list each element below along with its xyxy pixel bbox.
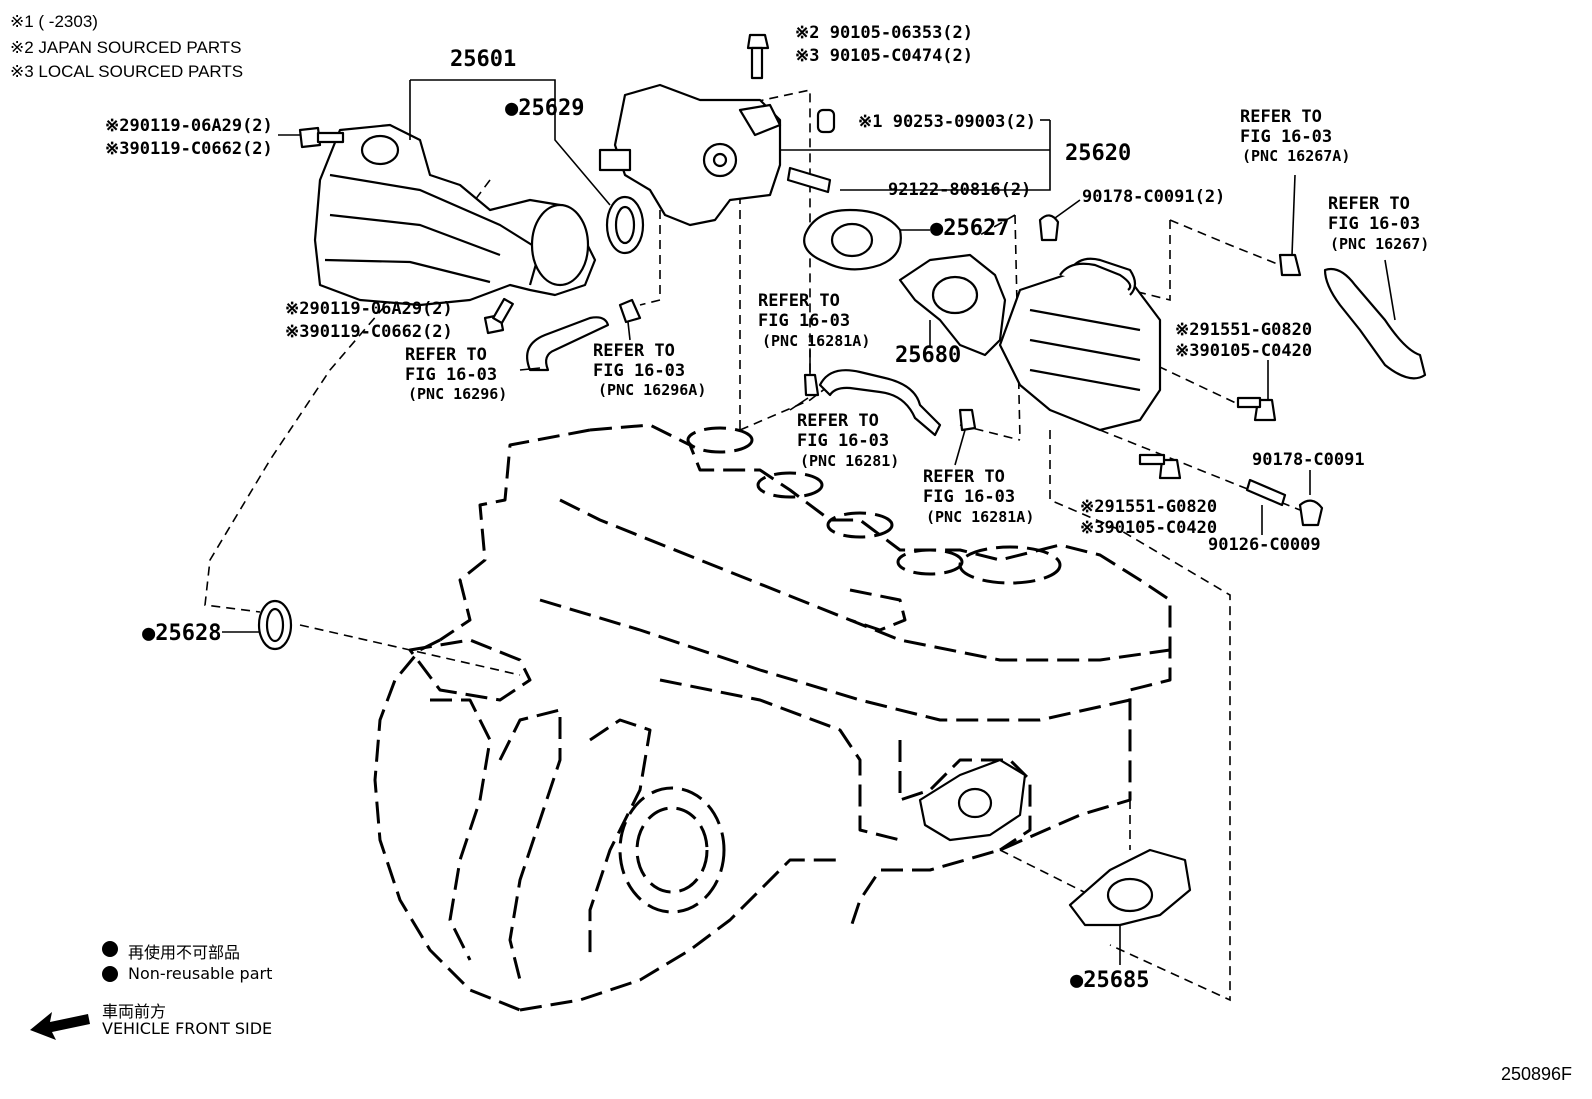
gasket-25685 bbox=[1068, 848, 1192, 927]
egr-cooler-right bbox=[998, 257, 1162, 432]
egr-valve-part bbox=[598, 83, 782, 227]
label-bolt-mid-local: ※390119-C0662(2) bbox=[285, 322, 453, 342]
gasket-25628 bbox=[257, 599, 293, 651]
svg-text:FIG 16-03: FIG 16-03 bbox=[758, 311, 850, 331]
svg-text:REFER TO: REFER TO bbox=[797, 411, 879, 431]
svg-text:REFER TO: REFER TO bbox=[1328, 194, 1410, 214]
svg-text:FIG 16-03: FIG 16-03 bbox=[1328, 214, 1420, 234]
hoses bbox=[526, 262, 1427, 437]
svg-text:(PNC 16267): (PNC 16267) bbox=[1330, 235, 1429, 253]
label-bolt-top-jp: ※2 90105-06353(2) bbox=[795, 23, 973, 43]
legend-nonreusable-en: Non-reusable part bbox=[128, 964, 273, 983]
refer-block-16281: REFER TO FIG 16-03 (PNC 16281) bbox=[797, 411, 899, 470]
egr-pipe-25680 bbox=[898, 253, 1007, 357]
gasket-25627 bbox=[803, 208, 902, 271]
label-25680: 25680 bbox=[895, 343, 961, 368]
label-25620: 25620 bbox=[1065, 141, 1131, 166]
label-nut-90178-2: 90178-C0091(2) bbox=[1082, 187, 1225, 207]
svg-text:(PNC 16281A): (PNC 16281A) bbox=[926, 508, 1034, 526]
svg-text:REFER TO: REFER TO bbox=[593, 341, 675, 361]
note-2-japan-sourced: ※2 JAPAN SOURCED PARTS bbox=[10, 38, 242, 57]
svg-text:REFER TO: REFER TO bbox=[405, 345, 487, 365]
svg-text:FIG 16-03: FIG 16-03 bbox=[797, 431, 889, 451]
svg-text:FIG 16-03: FIG 16-03 bbox=[923, 487, 1015, 507]
label-25601: 25601 bbox=[450, 47, 516, 72]
refer-block-16281a-top: REFER TO FIG 16-03 (PNC 16281A) bbox=[758, 291, 870, 350]
svg-text:(PNC 16267A): (PNC 16267A) bbox=[1242, 147, 1350, 165]
svg-text:REFER TO: REFER TO bbox=[758, 291, 840, 311]
svg-text:(PNC 16281): (PNC 16281) bbox=[800, 452, 899, 470]
refer-block-16296a: REFER TO FIG 16-03 (PNC 16296A) bbox=[593, 341, 706, 399]
label-stud-92122: 92122-80816(2) bbox=[888, 180, 1031, 200]
label-25627: ●25627 bbox=[930, 216, 1009, 241]
svg-text:FIG 16-03: FIG 16-03 bbox=[593, 361, 685, 381]
svg-text:REFER TO: REFER TO bbox=[1240, 107, 1322, 127]
leader-lines bbox=[222, 79, 1396, 965]
refer-block-16281a-bottom: REFER TO FIG 16-03 (PNC 16281A) bbox=[923, 467, 1034, 526]
note-1: ※1 ( -2303) bbox=[10, 12, 98, 31]
label-25628: ●25628 bbox=[142, 621, 221, 646]
legend-nonreusable-jp: 再使用不可部品 bbox=[128, 943, 241, 962]
label-bolt-right-local: ※390105-C0420 bbox=[1175, 341, 1312, 361]
label-bolt-mid-jp: ※290119-06A29(2) bbox=[285, 299, 453, 319]
refer-block-16267: REFER TO FIG 16-03 (PNC 16267) bbox=[1328, 194, 1429, 253]
label-bolt-bottom-local: ※390105-C0420 bbox=[1080, 518, 1217, 538]
gasket-25629 bbox=[605, 195, 645, 255]
engine-block-outline bbox=[373, 423, 1172, 1012]
note-3-local-sourced: ※3 LOCAL SOURCED PARTS bbox=[10, 62, 244, 81]
legend-front-jp: 車両前方 bbox=[102, 1002, 167, 1021]
label-bolt-right-jp: ※291551-G0820 bbox=[1175, 320, 1312, 340]
fasteners bbox=[298, 33, 1324, 527]
legend-front-en: VEHICLE FRONT SIDE bbox=[102, 1019, 273, 1038]
non-reusable-dot-icon bbox=[102, 941, 118, 957]
svg-text:FIG 16-03: FIG 16-03 bbox=[1240, 127, 1332, 147]
svg-text:FIG 16-03: FIG 16-03 bbox=[405, 365, 497, 385]
svg-text:(PNC 16281A): (PNC 16281A) bbox=[762, 332, 870, 350]
svg-text:REFER TO: REFER TO bbox=[923, 467, 1005, 487]
flange-gasket bbox=[918, 758, 1027, 842]
label-25685: ●25685 bbox=[1070, 968, 1149, 993]
figure-id: 250896F bbox=[1500, 1064, 1572, 1084]
label-pin-90253: ※1 90253-09003(2) bbox=[858, 112, 1036, 132]
label-25629: ●25629 bbox=[505, 96, 584, 121]
refer-block-16267a: REFER TO FIG 16-03 (PNC 16267A) bbox=[1240, 107, 1350, 165]
label-bolt-left-local: ※390119-C0662(2) bbox=[105, 139, 273, 159]
label-bolt-left-jp: ※290119-06A29(2) bbox=[105, 116, 273, 136]
egr-cooler-part bbox=[313, 123, 597, 307]
vehicle-front-arrow-icon bbox=[30, 1012, 90, 1040]
label-stud-90126: 90126-C0009 bbox=[1208, 535, 1321, 555]
refer-block-16296: REFER TO FIG 16-03 (PNC 16296) bbox=[405, 345, 507, 403]
svg-text:(PNC 16296): (PNC 16296) bbox=[408, 385, 507, 403]
label-nut-90178: 90178-C0091 bbox=[1252, 450, 1365, 470]
label-bolt-bottom-jp: ※291551-G0820 bbox=[1080, 497, 1217, 517]
non-reusable-dot-icon-en bbox=[102, 966, 118, 982]
svg-text:(PNC 16296A): (PNC 16296A) bbox=[598, 381, 706, 399]
label-bolt-top-local: ※3 90105-C0474(2) bbox=[795, 46, 973, 66]
